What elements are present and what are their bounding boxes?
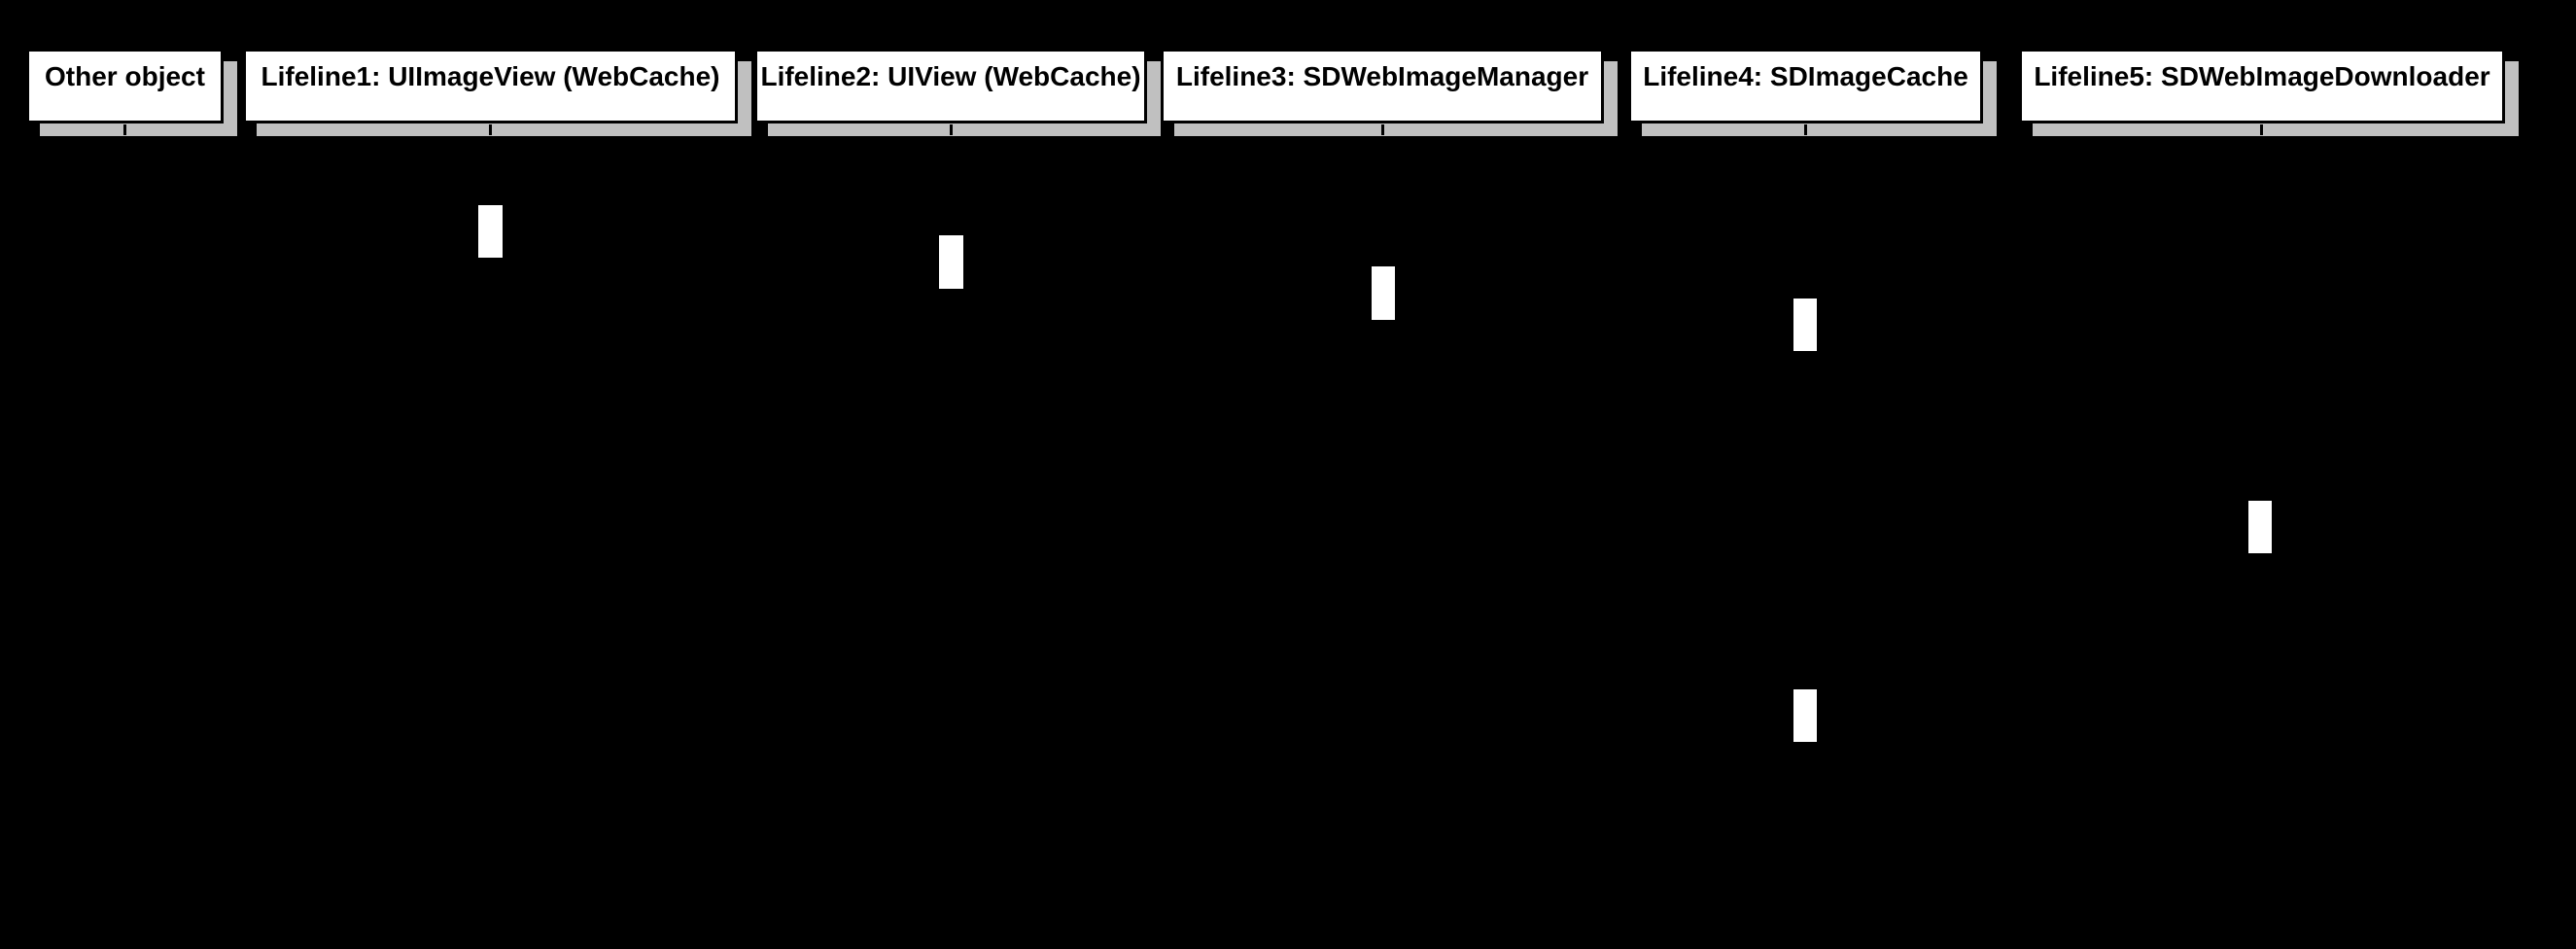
lifeline-label: Lifeline4: SDImageCache — [1643, 61, 1968, 91]
lifeline-start-tick — [123, 124, 126, 135]
lifeline-label: Other object — [45, 61, 205, 91]
lifeline-start-tick — [1804, 124, 1807, 135]
lifeline-head: Other object — [26, 49, 224, 123]
lifeline-dashed-line — [1381, 138, 1384, 933]
lifeline-label: Lifeline2: UIView (WebCache) — [760, 61, 1141, 91]
lifeline-head: Lifeline5: SDWebImageDownloader — [2019, 49, 2505, 123]
activation-bar — [1793, 689, 1817, 742]
activation-bar — [478, 205, 503, 258]
lifeline-start-tick — [1381, 124, 1384, 135]
lifeline-dashed-line — [1804, 138, 1807, 933]
lifeline-head: Lifeline2: UIView (WebCache) — [754, 49, 1147, 123]
lifeline-dashed-line — [950, 138, 953, 933]
lifeline-start-tick — [2260, 124, 2263, 135]
activation-bar — [1793, 299, 1817, 351]
activation-bar — [2248, 501, 2272, 553]
lifeline-start-tick — [489, 124, 492, 135]
lifeline-label: Lifeline1: UIImageView (WebCache) — [261, 61, 720, 91]
lifeline-start-tick — [950, 124, 953, 135]
activation-bar — [1372, 266, 1395, 320]
lifeline-head: Lifeline4: SDImageCache — [1628, 49, 1983, 123]
lifeline-label: Lifeline5: SDWebImageDownloader — [2034, 61, 2490, 91]
lifeline-dashed-line — [123, 138, 126, 933]
lifeline-head: Lifeline3: SDWebImageManager — [1161, 49, 1604, 123]
lifeline-dashed-line — [489, 138, 492, 933]
activation-bar — [939, 235, 963, 289]
lifeline-label: Lifeline3: SDWebImageManager — [1175, 61, 1589, 91]
lifeline-head: Lifeline1: UIImageView (WebCache) — [243, 49, 738, 123]
